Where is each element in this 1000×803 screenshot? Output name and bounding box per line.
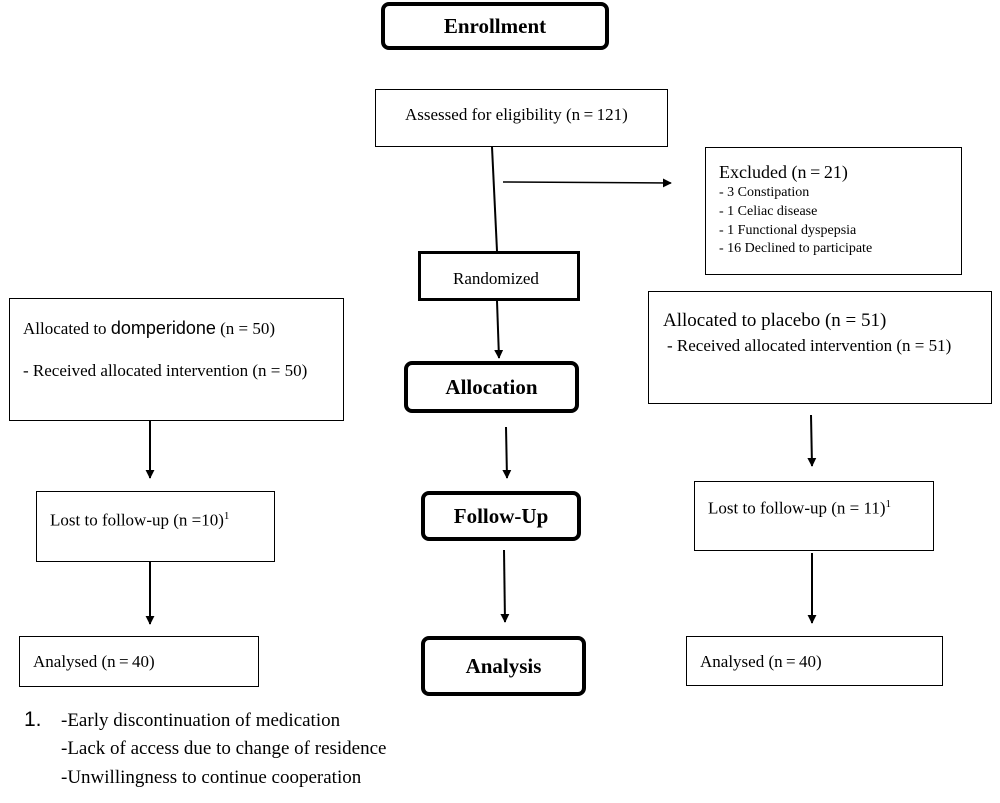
arrow-follow-up-to-analysis bbox=[500, 549, 510, 623]
footnote-ref: 1 bbox=[885, 498, 892, 510]
line-assessed-to-randomized bbox=[491, 146, 498, 252]
stage-enrollment-label: Enrollment bbox=[443, 13, 547, 38]
lost-follow-up-right-box: Lost to follow-up (n = 11)1 bbox=[694, 481, 934, 551]
excluded-title: Excluded (n = 21) bbox=[719, 162, 848, 182]
analysed-right-text: Analysed (n = 40) bbox=[700, 652, 822, 671]
allocated-placebo-text: Allocated to placebo (n = 51) bbox=[663, 310, 887, 331]
arrow-randomized-to-allocation bbox=[494, 300, 504, 359]
stage-follow-up-label: Follow-Up bbox=[453, 503, 549, 528]
domperidone-label: domperidone bbox=[110, 318, 216, 338]
allocated-domperidone-box: Allocated to domperidone (n = 50) - Rece… bbox=[9, 298, 344, 421]
allocated-placebo-box: Allocated to placebo (n = 51) - Received… bbox=[648, 291, 992, 404]
analysed-left-box: Analysed (n = 40) bbox=[19, 636, 259, 687]
arrow-to-excluded bbox=[502, 178, 672, 188]
analysed-right-box: Analysed (n = 40) bbox=[686, 636, 943, 686]
stage-analysis: Analysis bbox=[421, 636, 586, 696]
footnote-ref: 1 bbox=[223, 510, 230, 522]
stage-analysis-label: Analysis bbox=[465, 653, 542, 678]
received-intervention-left: - Received allocated intervention (n = 5… bbox=[23, 361, 308, 380]
excluded-item: - 16 Declined to participate bbox=[719, 241, 873, 256]
excluded-item: - 1 Celiac disease bbox=[719, 204, 818, 219]
assessed-box: Assessed for eligibility (n = 121) bbox=[375, 89, 668, 147]
stage-follow-up: Follow-Up bbox=[421, 491, 581, 541]
excluded-item: - 1 Functional dyspepsia bbox=[719, 223, 857, 238]
footnote-line: -Lack of access due to change of residen… bbox=[61, 738, 387, 759]
footnote-line: -Early discontinuation of medication bbox=[61, 710, 341, 731]
arrow-right-allocated-to-lost bbox=[807, 414, 817, 467]
analysed-left-text: Analysed (n = 40) bbox=[33, 652, 155, 671]
stage-allocation: Allocation bbox=[404, 361, 579, 413]
footnote-line: -Unwillingness to continue cooperation bbox=[61, 767, 362, 788]
arrow-allocation-to-follow-up bbox=[502, 426, 512, 479]
footnote-number: 1. bbox=[24, 708, 42, 731]
assessed-text: Assessed for eligibility (n = 121) bbox=[405, 105, 628, 124]
stage-allocation-label: Allocation bbox=[445, 374, 538, 399]
stage-enrollment: Enrollment bbox=[381, 2, 609, 50]
excluded-item: - 3 Constipation bbox=[719, 185, 810, 200]
excluded-box: Excluded (n = 21) - 3 Constipation - 1 C… bbox=[705, 147, 962, 275]
allocated-domperidone-text: Allocated to domperidone (n = 50) bbox=[23, 318, 276, 338]
lost-follow-up-right-text: Lost to follow-up (n = 11)1 bbox=[708, 498, 892, 518]
lost-follow-up-left-text: Lost to follow-up (n =10)1 bbox=[50, 510, 230, 530]
lost-follow-up-left-box: Lost to follow-up (n =10)1 bbox=[36, 491, 275, 562]
received-intervention-right: - Received allocated intervention (n = 5… bbox=[667, 336, 952, 355]
randomized-text: Randomized bbox=[453, 269, 539, 288]
randomized-box: Randomized bbox=[418, 251, 580, 301]
